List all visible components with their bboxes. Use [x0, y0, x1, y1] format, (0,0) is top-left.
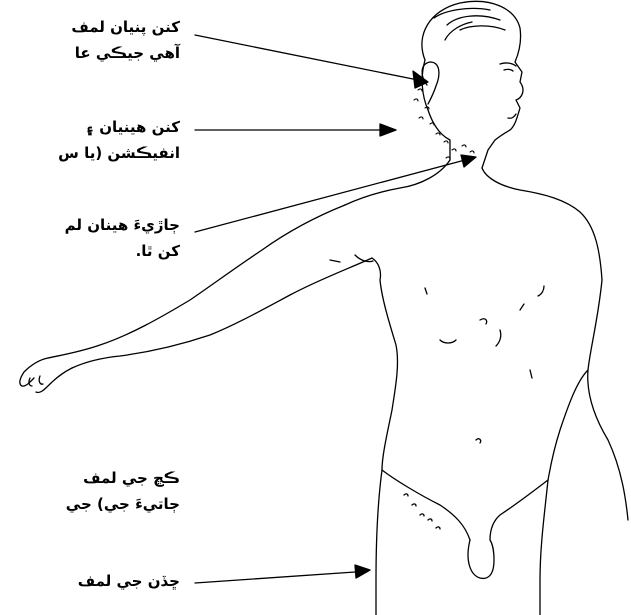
arrow-groin	[195, 572, 355, 583]
label-behind-ear: كنن پنيان لمف آهي جيڪي عا	[71, 14, 180, 66]
label-under-jaw-line2: كن ٿا.	[65, 238, 180, 264]
label-below-ear-line2: انفيڪشن (يا س	[58, 140, 180, 166]
label-armpit-line1: ڪڇ جي لمف	[66, 465, 180, 491]
label-under-jaw: ڄاڙيءَ هينان لم كن ٿا.	[65, 212, 180, 264]
label-groin-line1: ڇڏن جي لمف	[78, 568, 180, 594]
label-armpit-line2: ڄاتيءَ جي) جي	[66, 491, 180, 517]
label-below-ear-line1: كنن هينيان ۽	[58, 114, 180, 140]
pointer-arrows	[195, 35, 476, 583]
neck-lymph-nodes	[414, 89, 474, 159]
arrow-neck	[195, 160, 465, 232]
label-under-jaw-line1: ڄاڙيءَ هينان لم	[65, 212, 180, 238]
arrow-behind-ear	[195, 35, 418, 80]
label-below-ear: كنن هينيان ۽ انفيڪشن (يا س	[58, 114, 180, 166]
head-outline	[422, 1, 523, 168]
label-armpit: ڪڇ جي لمف ڄاتيءَ جي) جي	[66, 465, 180, 517]
label-groin: ڇڏن جي لمف	[78, 568, 180, 594]
label-behind-ear-line1: كنن پنيان لمف	[71, 14, 180, 40]
torso-outline	[345, 160, 628, 615]
label-behind-ear-line2: آهي جيڪي عا	[71, 40, 180, 66]
